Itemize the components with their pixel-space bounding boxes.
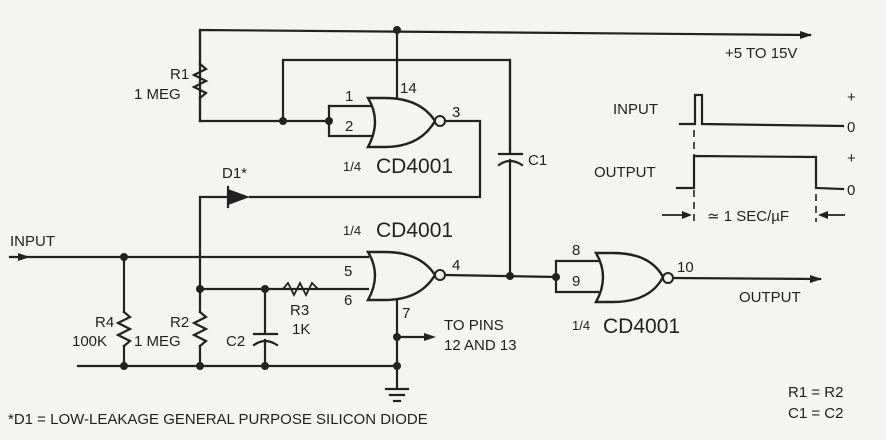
g2-pin-7: 7 [402, 305, 410, 322]
resistor-r3 [282, 280, 319, 298]
g2-label-part: CD4001 [376, 219, 453, 242]
resistor-r1 [191, 28, 331, 123]
r4-name: R4 [95, 314, 114, 331]
resistor-r2 [191, 287, 209, 368]
note-r1-equals-r2: R1 = R2 [788, 384, 843, 401]
timing-input-plus: + [847, 89, 856, 106]
g3-pin-10: 10 [677, 259, 694, 276]
note-c1-equals-c2: C1 = C2 [788, 405, 843, 422]
nor-gate-2 [365, 250, 446, 302]
c1-name: C1 [528, 152, 547, 169]
input-label: INPUT [10, 233, 55, 250]
footnote-d1: *D1 = LOW-LEAKAGE GENERAL PURPOSE SILICO… [8, 411, 428, 428]
capacitor-c1 [497, 58, 524, 278]
output-arrow-icon [810, 275, 822, 283]
timing-output-plus: + [847, 150, 856, 167]
nor-gate-1 [365, 96, 446, 149]
g2-pin-6: 6 [344, 292, 352, 309]
g1-pin-2: 2 [345, 118, 353, 135]
supply-rail [198, 26, 812, 123]
timing-output-zero: 0 [847, 182, 855, 199]
g3-label-frac: 1/4 [572, 318, 590, 333]
timing-diagram [662, 93, 845, 222]
r1-value: 1 MEG [134, 86, 181, 103]
timing-duration: ≃ 1 SEC/µF [707, 208, 789, 225]
g1-label-frac: 1/4 [343, 159, 361, 174]
g2-label-frac: 1/4 [343, 223, 361, 238]
g1-pin-14: 14 [400, 80, 417, 97]
to-pins-arrow-icon [424, 333, 436, 341]
to-pins-line2: 12 AND 13 [444, 337, 517, 354]
g2-pin-5: 5 [344, 263, 352, 280]
r4-value: 100K [72, 333, 107, 350]
g3-pin-9: 9 [572, 273, 580, 290]
input-arrow-icon [18, 253, 30, 261]
supply-arrow-icon [800, 31, 812, 39]
timing-input-label: INPUT [613, 101, 658, 118]
g3-pin-8: 8 [572, 242, 580, 259]
output-label: OUTPUT [739, 289, 801, 306]
resistor-r4 [115, 255, 133, 368]
g1-label-part: CD4001 [376, 155, 453, 178]
d1-name: D1* [222, 165, 247, 182]
timing-output-label: OUTPUT [594, 164, 656, 181]
g2-pin-4: 4 [452, 257, 460, 274]
g1-pin-3: 3 [452, 104, 460, 121]
ground-icon [384, 364, 410, 403]
r1-name: R1 [170, 66, 189, 83]
c2-name: C2 [226, 333, 245, 350]
r3-value: 1K [292, 321, 310, 338]
supply-label: +5 TO 15V [725, 45, 797, 62]
to-pins-line1: TO PINS [444, 317, 504, 334]
r2-value: 1 MEG [134, 333, 181, 350]
r3-name: R3 [290, 302, 309, 319]
capacitor-c2 [252, 287, 279, 368]
g1-pin-1: 1 [345, 88, 353, 105]
timing-input-zero: 0 [847, 119, 855, 136]
g3-label-part: CD4001 [603, 315, 680, 338]
nor-gate-3 [593, 251, 674, 304]
diode-d1 [198, 185, 250, 291]
r2-name: R2 [170, 314, 189, 331]
